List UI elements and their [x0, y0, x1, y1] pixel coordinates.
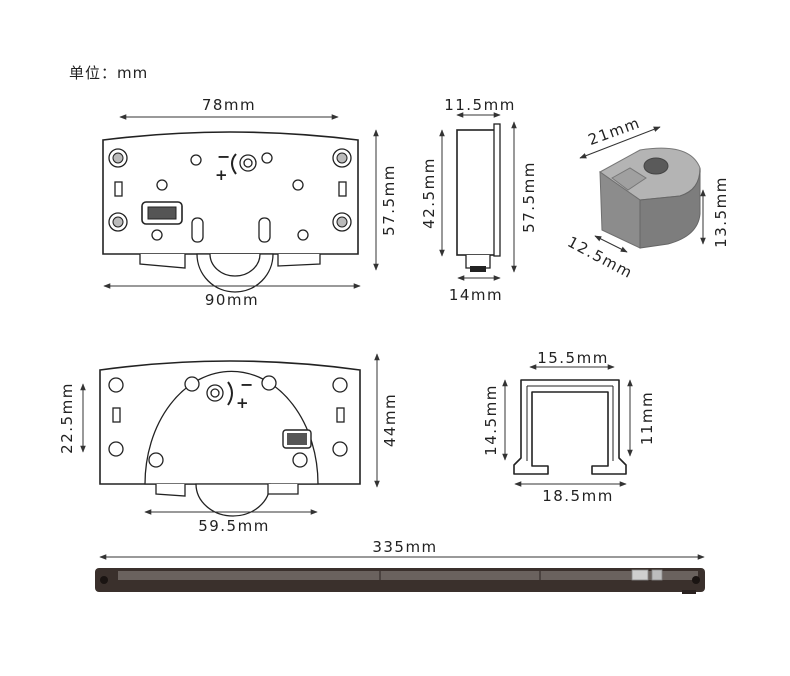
dim-clip-length: 21mm [586, 114, 643, 149]
back-adjust-screw-inner [210, 388, 220, 398]
rail-hole-left [100, 576, 108, 584]
side-view: 11.5mm 42.5mm 57.5mm 14mm [420, 96, 538, 304]
back-plus-sign: + [236, 394, 249, 412]
small-hole [292, 179, 304, 191]
front-plate [102, 131, 359, 255]
back-wheel [195, 483, 271, 517]
dim-track-bottom: 18.5mm [542, 487, 614, 505]
track-outer [513, 379, 627, 475]
front-wheel-inner [209, 253, 261, 277]
rail-stopper [651, 569, 663, 581]
back-hole [332, 441, 348, 457]
rail-bracket [682, 590, 696, 594]
small-hole [261, 152, 273, 164]
dim-bottom-width: 90mm [205, 291, 259, 309]
small-hole [297, 229, 309, 241]
back-hole [108, 441, 124, 457]
back-slot [336, 407, 345, 423]
track-profile: 15.5mm 14.5mm 11mm 18.5mm [482, 349, 656, 505]
clip-hole [643, 157, 669, 175]
clip-part: 21mm 13.5mm 12.5mm [565, 114, 730, 283]
slot [338, 181, 347, 197]
back-small-hole [184, 376, 200, 392]
back-view: − + 22.5mm 44mm 59.5mm [58, 353, 399, 535]
back-small-hole [261, 375, 277, 391]
back-small-hole [148, 452, 164, 468]
dim-top-width: 78mm [202, 96, 256, 114]
dim-clip-height: 13.5mm [712, 176, 730, 248]
plus-sign: + [215, 166, 228, 184]
dim-side-top: 11.5mm [444, 96, 516, 114]
back-adjust-arc [227, 381, 233, 406]
slot [114, 181, 123, 197]
small-hole [190, 154, 202, 166]
dim-side-right-height: 57.5mm [520, 161, 538, 233]
small-hole [156, 179, 168, 191]
adjust-screw-inner [243, 158, 253, 168]
dim-back-left-height: 22.5mm [58, 382, 76, 454]
dim-line-clip-depth [594, 235, 628, 253]
adjust-arc [231, 153, 237, 175]
slot-long [258, 217, 271, 243]
dim-line-clip-length [579, 126, 661, 159]
clip-right [639, 167, 701, 249]
side-body [456, 129, 496, 256]
back-minus-sign: − [240, 375, 253, 394]
dim-track-top: 15.5mm [537, 349, 609, 367]
dim-wheel-width: 59.5mm [198, 517, 270, 535]
front-tab-right [277, 254, 321, 267]
dim-rail-length: 335mm [372, 538, 437, 556]
rail-hole-right [692, 576, 700, 584]
back-tab-right [267, 484, 299, 495]
front-tab-left [139, 254, 186, 269]
back-latch-inner [287, 433, 307, 445]
dim-front-height: 57.5mm [380, 164, 398, 236]
clip-notch [611, 167, 647, 191]
back-tab-left [155, 484, 186, 497]
front-view: 78mm − + [102, 96, 398, 309]
track-inner [526, 385, 614, 461]
dim-track-left: 14.5mm [482, 384, 500, 456]
back-hole [332, 377, 348, 393]
unit-label: 单位：mm [69, 64, 148, 82]
dim-side-left-height: 42.5mm [420, 157, 438, 229]
dim-track-right: 11mm [638, 391, 656, 445]
rail-top-face [118, 571, 698, 580]
small-hole [151, 229, 163, 241]
side-plate [493, 123, 501, 257]
dim-back-right-height: 44mm [381, 393, 399, 447]
back-small-hole [292, 452, 308, 468]
rail: 335mm [95, 538, 705, 594]
slot-long [191, 217, 204, 243]
minus-sign: − [217, 147, 230, 166]
side-foot-base [470, 266, 486, 272]
back-hole [108, 377, 124, 393]
back-slot [112, 407, 121, 423]
rail-stopper [631, 569, 649, 581]
dim-side-bottom: 14mm [449, 286, 503, 304]
latch-inner [147, 206, 177, 220]
